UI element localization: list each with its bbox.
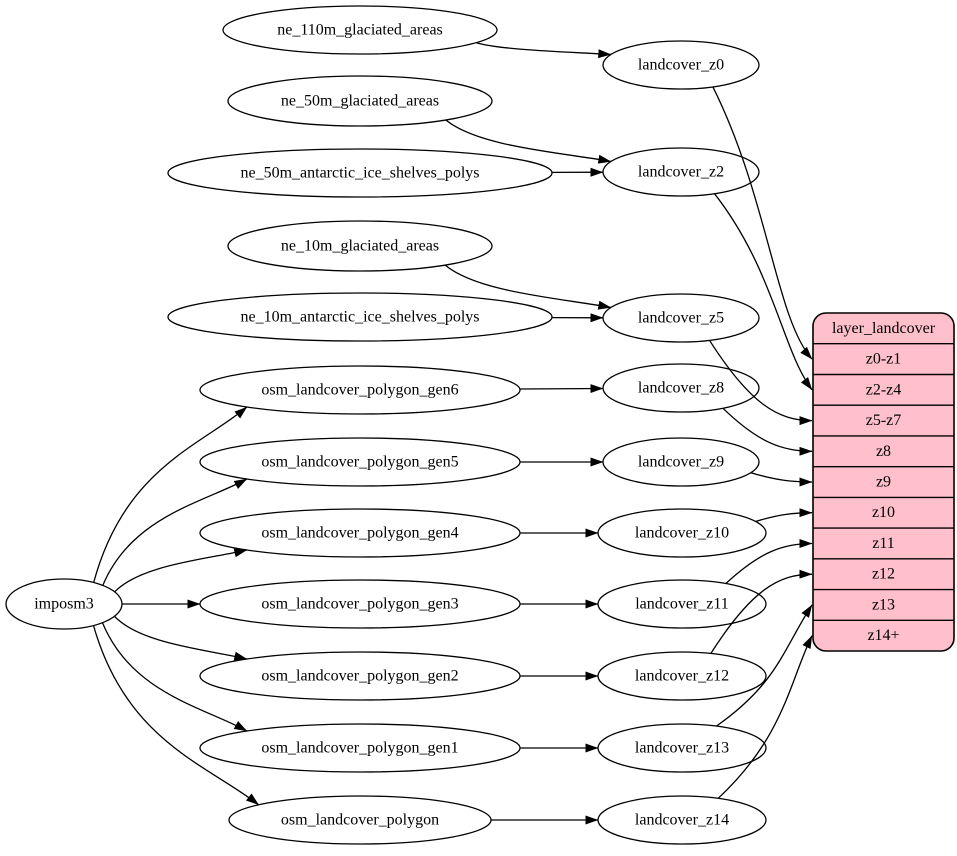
node-osm_landcover_polygon_gen5: osm_landcover_polygon_gen5 [200, 438, 520, 486]
node-osm_landcover_polygon: osm_landcover_polygon [229, 796, 491, 844]
node-label: imposm3 [34, 596, 94, 613]
node-label: landcover_z8 [638, 380, 724, 397]
node-landcover_z10: landcover_z10 [598, 509, 766, 557]
node-ne_10m_glaciated_areas: ne_10m_glaciated_areas [228, 221, 492, 271]
node-label: ne_50m_glaciated_areas [281, 93, 439, 110]
node-ne_10m_antarctic_ice_shelves_polys: ne_10m_antarctic_ice_shelves_polys [168, 293, 552, 341]
node-label: osm_landcover_polygon_gen2 [261, 668, 458, 685]
record-row-z12: z12 [872, 566, 895, 583]
record-row-z14+: z14+ [867, 627, 899, 644]
node-landcover_z13: landcover_z13 [598, 724, 766, 772]
record-row-z0-z1: z0-z1 [866, 351, 902, 368]
node-label: landcover_z5 [638, 310, 724, 327]
node-osm_landcover_polygon_gen2: osm_landcover_polygon_gen2 [200, 652, 520, 700]
node-landcover_z9: landcover_z9 [603, 438, 759, 486]
node-label: osm_landcover_polygon [281, 812, 439, 829]
node-ne_50m_glaciated_areas: ne_50m_glaciated_areas [228, 76, 492, 126]
node-label: landcover_z14 [635, 812, 729, 829]
record-layer_landcover: layer_landcover z0-z1 z2-z4 z5-z7 z8 z9 z10 z11… [813, 313, 954, 651]
node-landcover_z8: landcover_z8 [603, 364, 759, 412]
node-osm_landcover_polygon_gen1: osm_landcover_polygon_gen1 [200, 724, 520, 772]
node-label: landcover_z11 [635, 596, 729, 613]
node-osm_landcover_polygon_gen6: osm_landcover_polygon_gen6 [200, 366, 520, 414]
node-imposm3: imposm3 [6, 579, 122, 629]
node-ne_110m_glaciated_areas: ne_110m_glaciated_areas [223, 6, 497, 54]
node-label: landcover_z13 [635, 740, 729, 757]
record-row-z2-z4: z2-z4 [866, 381, 902, 398]
record-row-z5-z7: z5-z7 [866, 412, 902, 429]
record-row-z9: z9 [876, 474, 891, 491]
node-landcover_z11: landcover_z11 [598, 580, 766, 628]
node-ne_50m_antarctic_ice_shelves_polys: ne_50m_antarctic_ice_shelves_polys [168, 149, 552, 197]
node-label: ne_110m_glaciated_areas [277, 22, 443, 39]
node-label: ne_10m_glaciated_areas [281, 238, 439, 255]
node-label: landcover_z10 [635, 525, 729, 542]
record-row-z13: z13 [872, 596, 895, 613]
record-row-z10: z10 [872, 504, 895, 521]
node-label: osm_landcover_polygon_gen1 [261, 740, 458, 757]
node-osm_landcover_polygon_gen3: osm_landcover_polygon_gen3 [200, 580, 520, 628]
record-row-z11: z11 [872, 535, 895, 552]
node-landcover_z2: landcover_z2 [603, 148, 759, 196]
node-label: osm_landcover_polygon_gen6 [261, 382, 458, 399]
edge-osm_landcover_polygon_gen6--landcover_z8 [520, 389, 603, 390]
node-label: landcover_z12 [635, 668, 729, 685]
record-title: layer_landcover [832, 320, 936, 337]
node-label: landcover_z2 [638, 164, 724, 181]
node-landcover_z12: landcover_z12 [598, 652, 766, 700]
node-label: ne_10m_antarctic_ice_shelves_polys [240, 309, 479, 326]
node-label: landcover_z9 [638, 454, 724, 471]
node-label: ne_50m_antarctic_ice_shelves_polys [240, 165, 479, 182]
node-label: osm_landcover_polygon_gen5 [261, 454, 458, 471]
node-label: landcover_z0 [638, 57, 724, 74]
node-label: osm_landcover_polygon_gen3 [261, 596, 458, 613]
node-landcover_z5: landcover_z5 [603, 294, 759, 342]
record-row-z8: z8 [876, 443, 891, 460]
node-landcover_z0: landcover_z0 [603, 41, 759, 89]
node-label: osm_landcover_polygon_gen4 [261, 525, 458, 542]
node-landcover_z14: landcover_z14 [598, 796, 766, 844]
node-osm_landcover_polygon_gen4: osm_landcover_polygon_gen4 [200, 509, 520, 557]
